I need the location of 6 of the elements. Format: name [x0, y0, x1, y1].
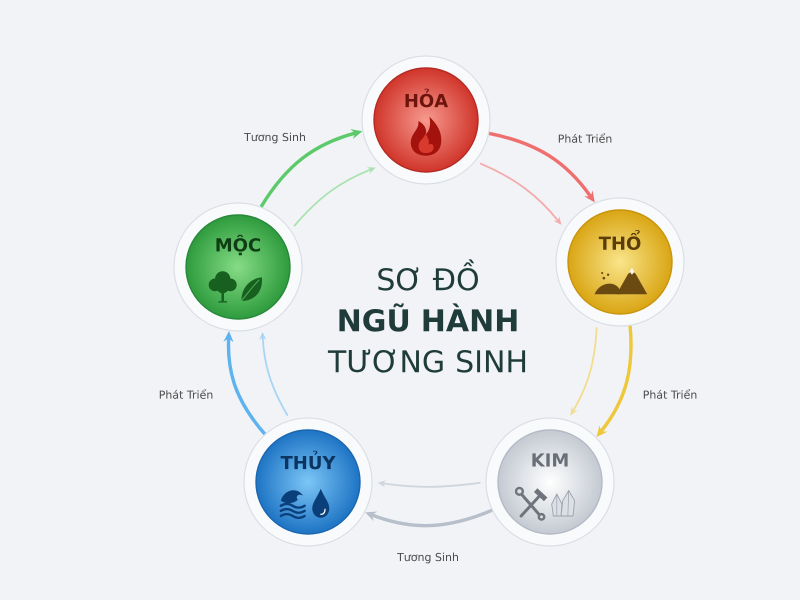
edge-label: Phát Triển [556, 132, 614, 144]
edge-label: Tương Sinh [396, 551, 460, 565]
edge-label: Phát Triển [157, 388, 215, 400]
edge-label: Tương Sinh [242, 131, 308, 145]
title: SƠ ĐỒ NGŨ HÀNH TƯƠNG SINH [328, 259, 526, 373]
edge-label: Phát Triển [641, 388, 699, 400]
